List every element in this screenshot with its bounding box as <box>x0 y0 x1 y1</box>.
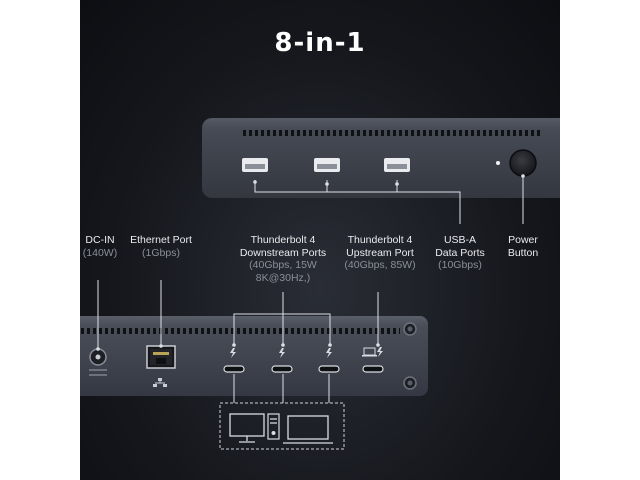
ethernet-port <box>146 345 176 369</box>
label-ethernet-port: Ethernet Port (1Gbps) <box>130 234 192 259</box>
power-led <box>496 161 500 165</box>
monitor-icon <box>229 413 265 443</box>
power-button <box>509 149 537 177</box>
thunderbolt-icon <box>326 348 332 358</box>
laptop-icon <box>283 415 333 444</box>
desktop-tower-icon <box>267 413 280 440</box>
label-dc-in: DC-IN (140W) <box>82 234 118 259</box>
thunderbolt-downstream-port <box>223 348 245 373</box>
usb-a-port <box>384 158 410 172</box>
thunderbolt-upstream-port <box>362 347 384 373</box>
thunderbolt-downstream-port <box>271 348 293 373</box>
thunderbolt-icon <box>279 348 285 358</box>
label-thunderbolt-upstream: Thunderbolt 4 Upstream Port (40Gbps, 85W… <box>344 234 416 271</box>
dock-bottom-unit <box>80 316 428 396</box>
label-usb-a: USB-A Data Ports (10Gbps) <box>435 234 485 271</box>
bottom-leader-lines <box>97 280 379 403</box>
laptop-icon <box>362 347 377 357</box>
thunderbolt-icon <box>377 347 383 357</box>
page-title: 8-in-1 <box>274 28 366 58</box>
connected-devices-box <box>219 402 345 450</box>
usb-a-port <box>314 158 340 172</box>
network-icon <box>153 378 167 387</box>
usb-a-port <box>242 158 268 172</box>
thunderbolt-icon <box>230 348 236 358</box>
label-thunderbolt-downstream: Thunderbolt 4 Downstream Ports (40Gbps, … <box>239 234 327 284</box>
dock-top-unit <box>202 118 560 198</box>
product-image-panel: 8-in-1 <box>80 0 560 480</box>
thunderbolt-downstream-port <box>318 348 340 373</box>
label-power-button: Power Button <box>507 234 539 259</box>
usb-a-leader-lines <box>254 176 524 224</box>
dock-illustration <box>80 118 560 450</box>
